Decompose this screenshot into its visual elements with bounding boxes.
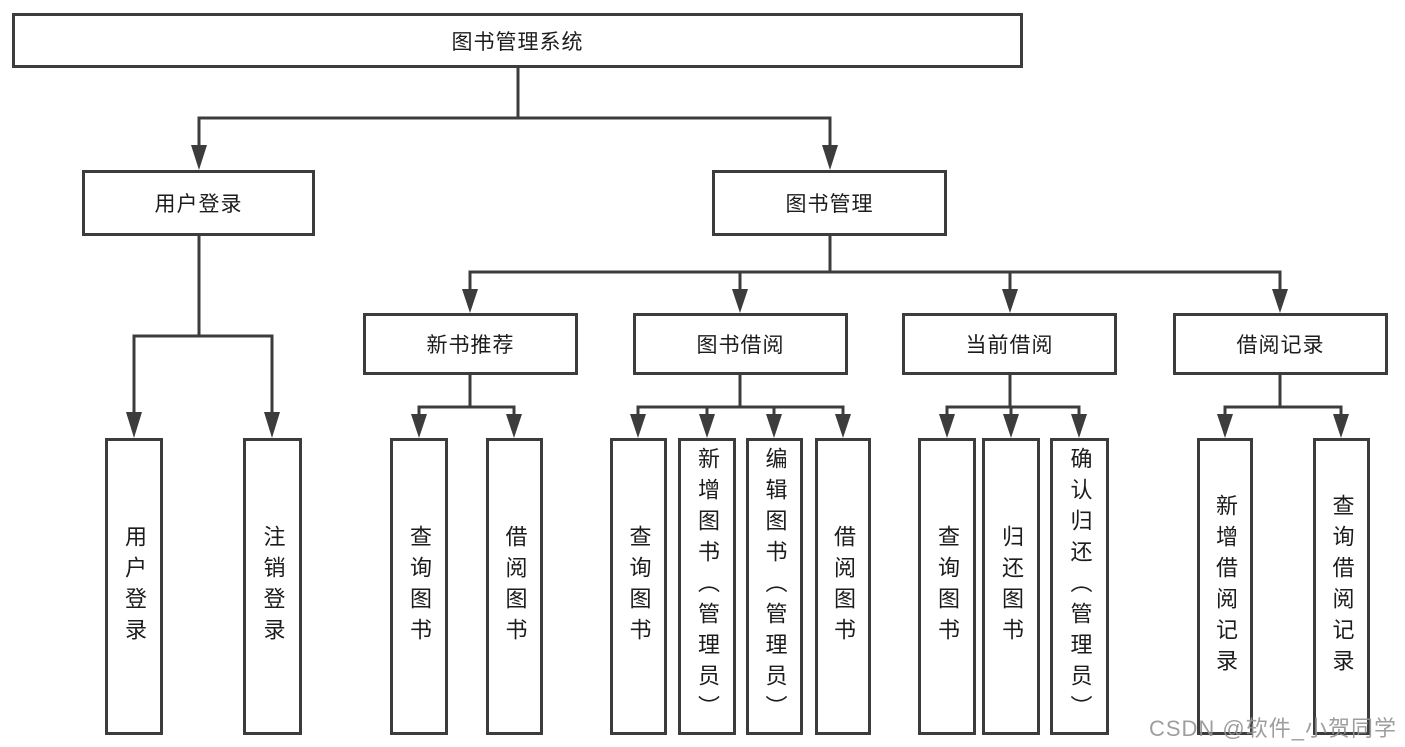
node-book-management-label: 图书管理 (785, 193, 874, 216)
leaf-add-borrow-record: 新增借阅记录 (1197, 438, 1253, 735)
leaf-borrow-books-recommend: 借阅图书 (486, 438, 543, 735)
leaf-logout-label: 注销登录 (260, 524, 286, 649)
root-node-library-management-system: 图书管理系统 (12, 13, 1023, 68)
node-book-borrowing-label: 图书借阅 (696, 334, 785, 357)
node-new-book-recommendation-label: 新书推荐 (426, 334, 515, 357)
node-borrowing-records-label: 借阅记录 (1236, 334, 1325, 357)
leaf-add-borrow-record-label: 新增借阅记录 (1213, 493, 1238, 680)
node-current-borrowing-label: 当前借阅 (965, 334, 1054, 357)
leaf-user-login-label: 用户登录 (122, 524, 147, 649)
leaf-edit-book-admin-label: 编辑图书（管理员） (762, 447, 788, 726)
leaf-query-borrow-record-label: 查询借阅记录 (1329, 493, 1355, 680)
leaf-query-books-borrowing-label: 查询图书 (626, 524, 652, 649)
leaf-user-login: 用户登录 (105, 438, 163, 735)
node-borrowing-records: 借阅记录 (1173, 313, 1388, 375)
leaf-confirm-return-admin-label: 确认归还（管理员） (1067, 447, 1093, 726)
leaf-borrow-books-borrowing-label: 借阅图书 (831, 524, 856, 649)
node-user-login-label: 用户登录 (154, 193, 243, 216)
node-book-borrowing: 图书借阅 (633, 313, 848, 375)
leaf-confirm-return-admin: 确认归还（管理员） (1050, 438, 1109, 735)
leaf-return-books: 归还图书 (982, 438, 1040, 735)
leaf-query-books-recommend-label: 查询图书 (407, 524, 432, 649)
leaf-return-books-label: 归还图书 (999, 524, 1024, 649)
leaf-add-book-admin: 新增图书（管理员） (678, 438, 736, 735)
leaf-query-books-current: 查询图书 (918, 438, 976, 735)
node-user-login: 用户登录 (82, 170, 315, 236)
leaf-edit-book-admin: 编辑图书（管理员） (746, 438, 803, 735)
node-new-book-recommendation: 新书推荐 (363, 313, 578, 375)
leaf-query-borrow-record: 查询借阅记录 (1313, 438, 1370, 735)
node-current-borrowing: 当前借阅 (902, 313, 1117, 375)
leaf-query-books-borrowing: 查询图书 (610, 438, 667, 735)
node-book-management: 图书管理 (712, 170, 947, 236)
leaf-query-books-current-label: 查询图书 (935, 524, 960, 649)
leaf-borrow-books-recommend-label: 借阅图书 (502, 524, 528, 649)
leaf-borrow-books-borrowing: 借阅图书 (815, 438, 871, 735)
root-node-label: 图书管理系统 (451, 30, 584, 54)
leaf-logout: 注销登录 (243, 438, 302, 735)
leaf-add-book-admin-label: 新增图书（管理员） (695, 447, 720, 726)
leaf-query-books-recommend: 查询图书 (390, 438, 448, 735)
csdn-watermark: CSDN @软件_小贺同学 (1148, 716, 1397, 741)
